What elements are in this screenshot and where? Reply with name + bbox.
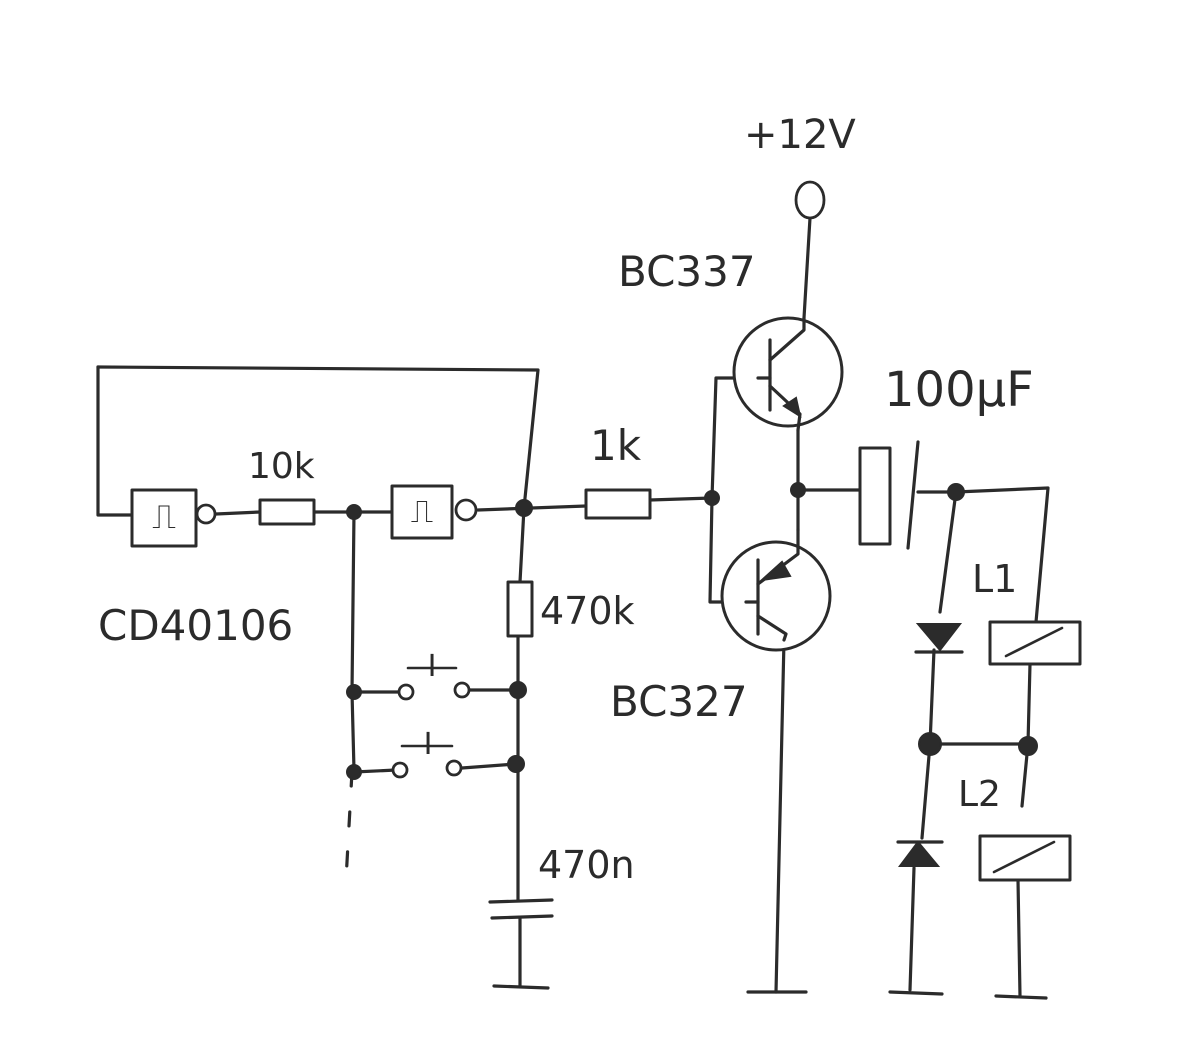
- junction-coil-mid: [1018, 736, 1038, 756]
- diode-1-triangle: [915, 623, 963, 652]
- gate-2-body: [390, 484, 454, 540]
- switch-2-contact-right: [445, 759, 463, 777]
- resistor-1k: [584, 488, 652, 520]
- wire-pnp-gnd: [774, 638, 786, 994]
- junction-cap-out: [947, 483, 965, 501]
- gate-1-symbol: ⎍: [152, 497, 176, 537]
- label-10k: 10k: [248, 446, 315, 487]
- coil-l1-slash: [1004, 626, 1064, 658]
- gate-1-body: [130, 488, 198, 548]
- wire-cap-d1: [938, 490, 958, 614]
- capacitor-470n-plate-top: [488, 898, 554, 904]
- capacitor-100uf-body: [858, 446, 892, 546]
- coil-l2-body: [978, 834, 1072, 882]
- relay-coil-l2: [978, 834, 1072, 882]
- diode-1: [914, 623, 964, 654]
- transistor-bc327: [720, 528, 832, 652]
- capacitor-100uf-plate: [906, 440, 920, 550]
- supply-terminal: [794, 180, 826, 220]
- label-bc327: BC327: [610, 677, 748, 726]
- wire-cap-l1: [916, 486, 1050, 624]
- coil-l1-body: [988, 620, 1082, 666]
- switch-2: I: [391, 727, 463, 779]
- transistor-bc337: [732, 316, 844, 432]
- switch-1-contact-left: [397, 683, 415, 701]
- label-470n: 470n: [538, 843, 635, 887]
- wire-to-470k: [518, 506, 526, 584]
- wire-sw2-right: [460, 762, 518, 770]
- labels: +12V BC337 BC327 CD40106 10k 1k 470k 100…: [98, 112, 1034, 887]
- ground-symbols: [492, 984, 1048, 1000]
- junction-sw1-left: [346, 684, 362, 700]
- label-supply: +12V: [744, 112, 856, 158]
- junctions: [346, 482, 1038, 780]
- diode-2: [896, 840, 944, 867]
- capacitor-470n-plate-bottom: [490, 914, 554, 920]
- wire-g1-r1: [214, 510, 262, 516]
- wire-l2-gnd: [1016, 878, 1022, 998]
- junction-sw1-right: [509, 681, 527, 699]
- bc327-collector: [756, 614, 788, 642]
- junction-base: [704, 490, 720, 506]
- bc337-collector: [768, 316, 806, 362]
- feedback-wire-left: [96, 365, 134, 517]
- wire-mid-vertical: [350, 510, 356, 772]
- wire-d2-gnd: [908, 866, 916, 992]
- schmitt-gate-1: ⎍: [130, 488, 217, 548]
- junction-emitters: [790, 482, 806, 498]
- bc327-body: [720, 540, 832, 652]
- bc337-body: [732, 316, 844, 428]
- label-1k: 1k: [590, 421, 642, 470]
- ground-coil: [994, 994, 1048, 1000]
- switch-2-contact-left: [391, 761, 409, 779]
- bc337-emitter-arrow: [782, 396, 802, 419]
- gate-2-symbol: ⎍: [411, 492, 433, 530]
- wire-r2-base: [648, 496, 714, 502]
- label-cd40106: CD40106: [98, 601, 293, 650]
- relay-coil-l1: [988, 620, 1082, 666]
- ground-cap: [492, 984, 550, 990]
- wire-dashed-continue: [344, 770, 354, 882]
- gate-2-inverter-bubble: [454, 498, 478, 522]
- feedback-wire: [96, 365, 540, 510]
- label-100uf: 100µF: [884, 362, 1034, 418]
- capacitor-100uf: [858, 440, 920, 550]
- capacitor-470n: [488, 898, 554, 920]
- switch-2-symbol: I: [424, 727, 433, 762]
- junction-sw2-right: [507, 755, 525, 773]
- junction-diode-mid: [918, 732, 942, 756]
- label-l1: L1: [972, 557, 1017, 601]
- diode-2-triangle: [898, 840, 941, 867]
- resistor-470k: [506, 580, 534, 638]
- schmitt-gate-2: ⎍: [390, 484, 478, 540]
- bc327-emitter-arrow: [758, 560, 792, 582]
- switch-1: I: [397, 649, 471, 701]
- junction-gate-out: [515, 499, 533, 517]
- junction-gate-mid: [346, 504, 362, 520]
- wire-l1-l2: [1020, 662, 1032, 808]
- wire-supply-collector: [802, 216, 812, 320]
- resistor-10k: [258, 498, 316, 526]
- label-bc337: BC337: [618, 247, 756, 296]
- switch-1-symbol: I: [428, 649, 437, 684]
- label-l2: L2: [958, 774, 1001, 815]
- label-470k: 470k: [540, 589, 635, 633]
- coil-l2-slash: [992, 840, 1056, 874]
- switch-1-contact-right: [453, 681, 471, 699]
- junction-sw2-left: [346, 764, 362, 780]
- ground-diode: [888, 990, 944, 996]
- gate-1-inverter-bubble: [195, 503, 217, 525]
